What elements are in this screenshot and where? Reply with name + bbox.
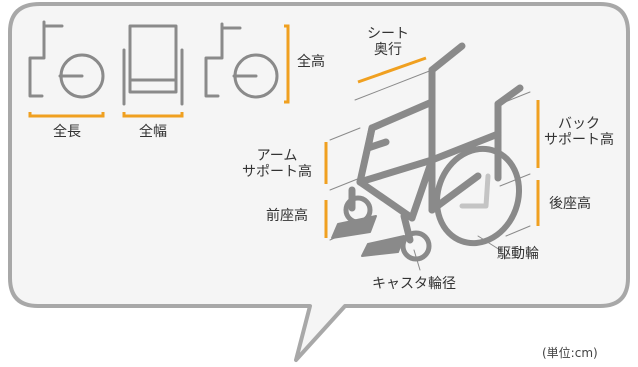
wheelchair-3d-illustration <box>329 42 531 271</box>
full-length-label: 全長 <box>53 124 81 140</box>
wheelchair-side-icon <box>28 20 105 99</box>
length-marker <box>28 112 105 118</box>
seat-depth-label: シート 奥行 <box>367 26 409 58</box>
wheelchair-front-icon <box>122 24 184 106</box>
backrest-height-label: バック サポート高 <box>544 116 614 148</box>
rear-seat-height-label: 後座高 <box>549 196 591 212</box>
drive-wheel-label: 駆動輪 <box>497 246 539 262</box>
dimension-markers <box>324 56 540 238</box>
front-seat-height-label: 前座高 <box>266 208 308 224</box>
armrest-height-label: アーム サポート高 <box>242 148 312 180</box>
height-marker <box>284 24 290 104</box>
caster-wheel-label: キャスタ輪径 <box>372 276 456 292</box>
unit-note: (単位:cm) <box>542 346 598 360</box>
wheelchair-side-small-icon <box>204 22 279 99</box>
full-width-label: 全幅 <box>139 124 167 140</box>
full-height-label: 全高 <box>297 54 325 70</box>
width-marker <box>122 112 184 118</box>
